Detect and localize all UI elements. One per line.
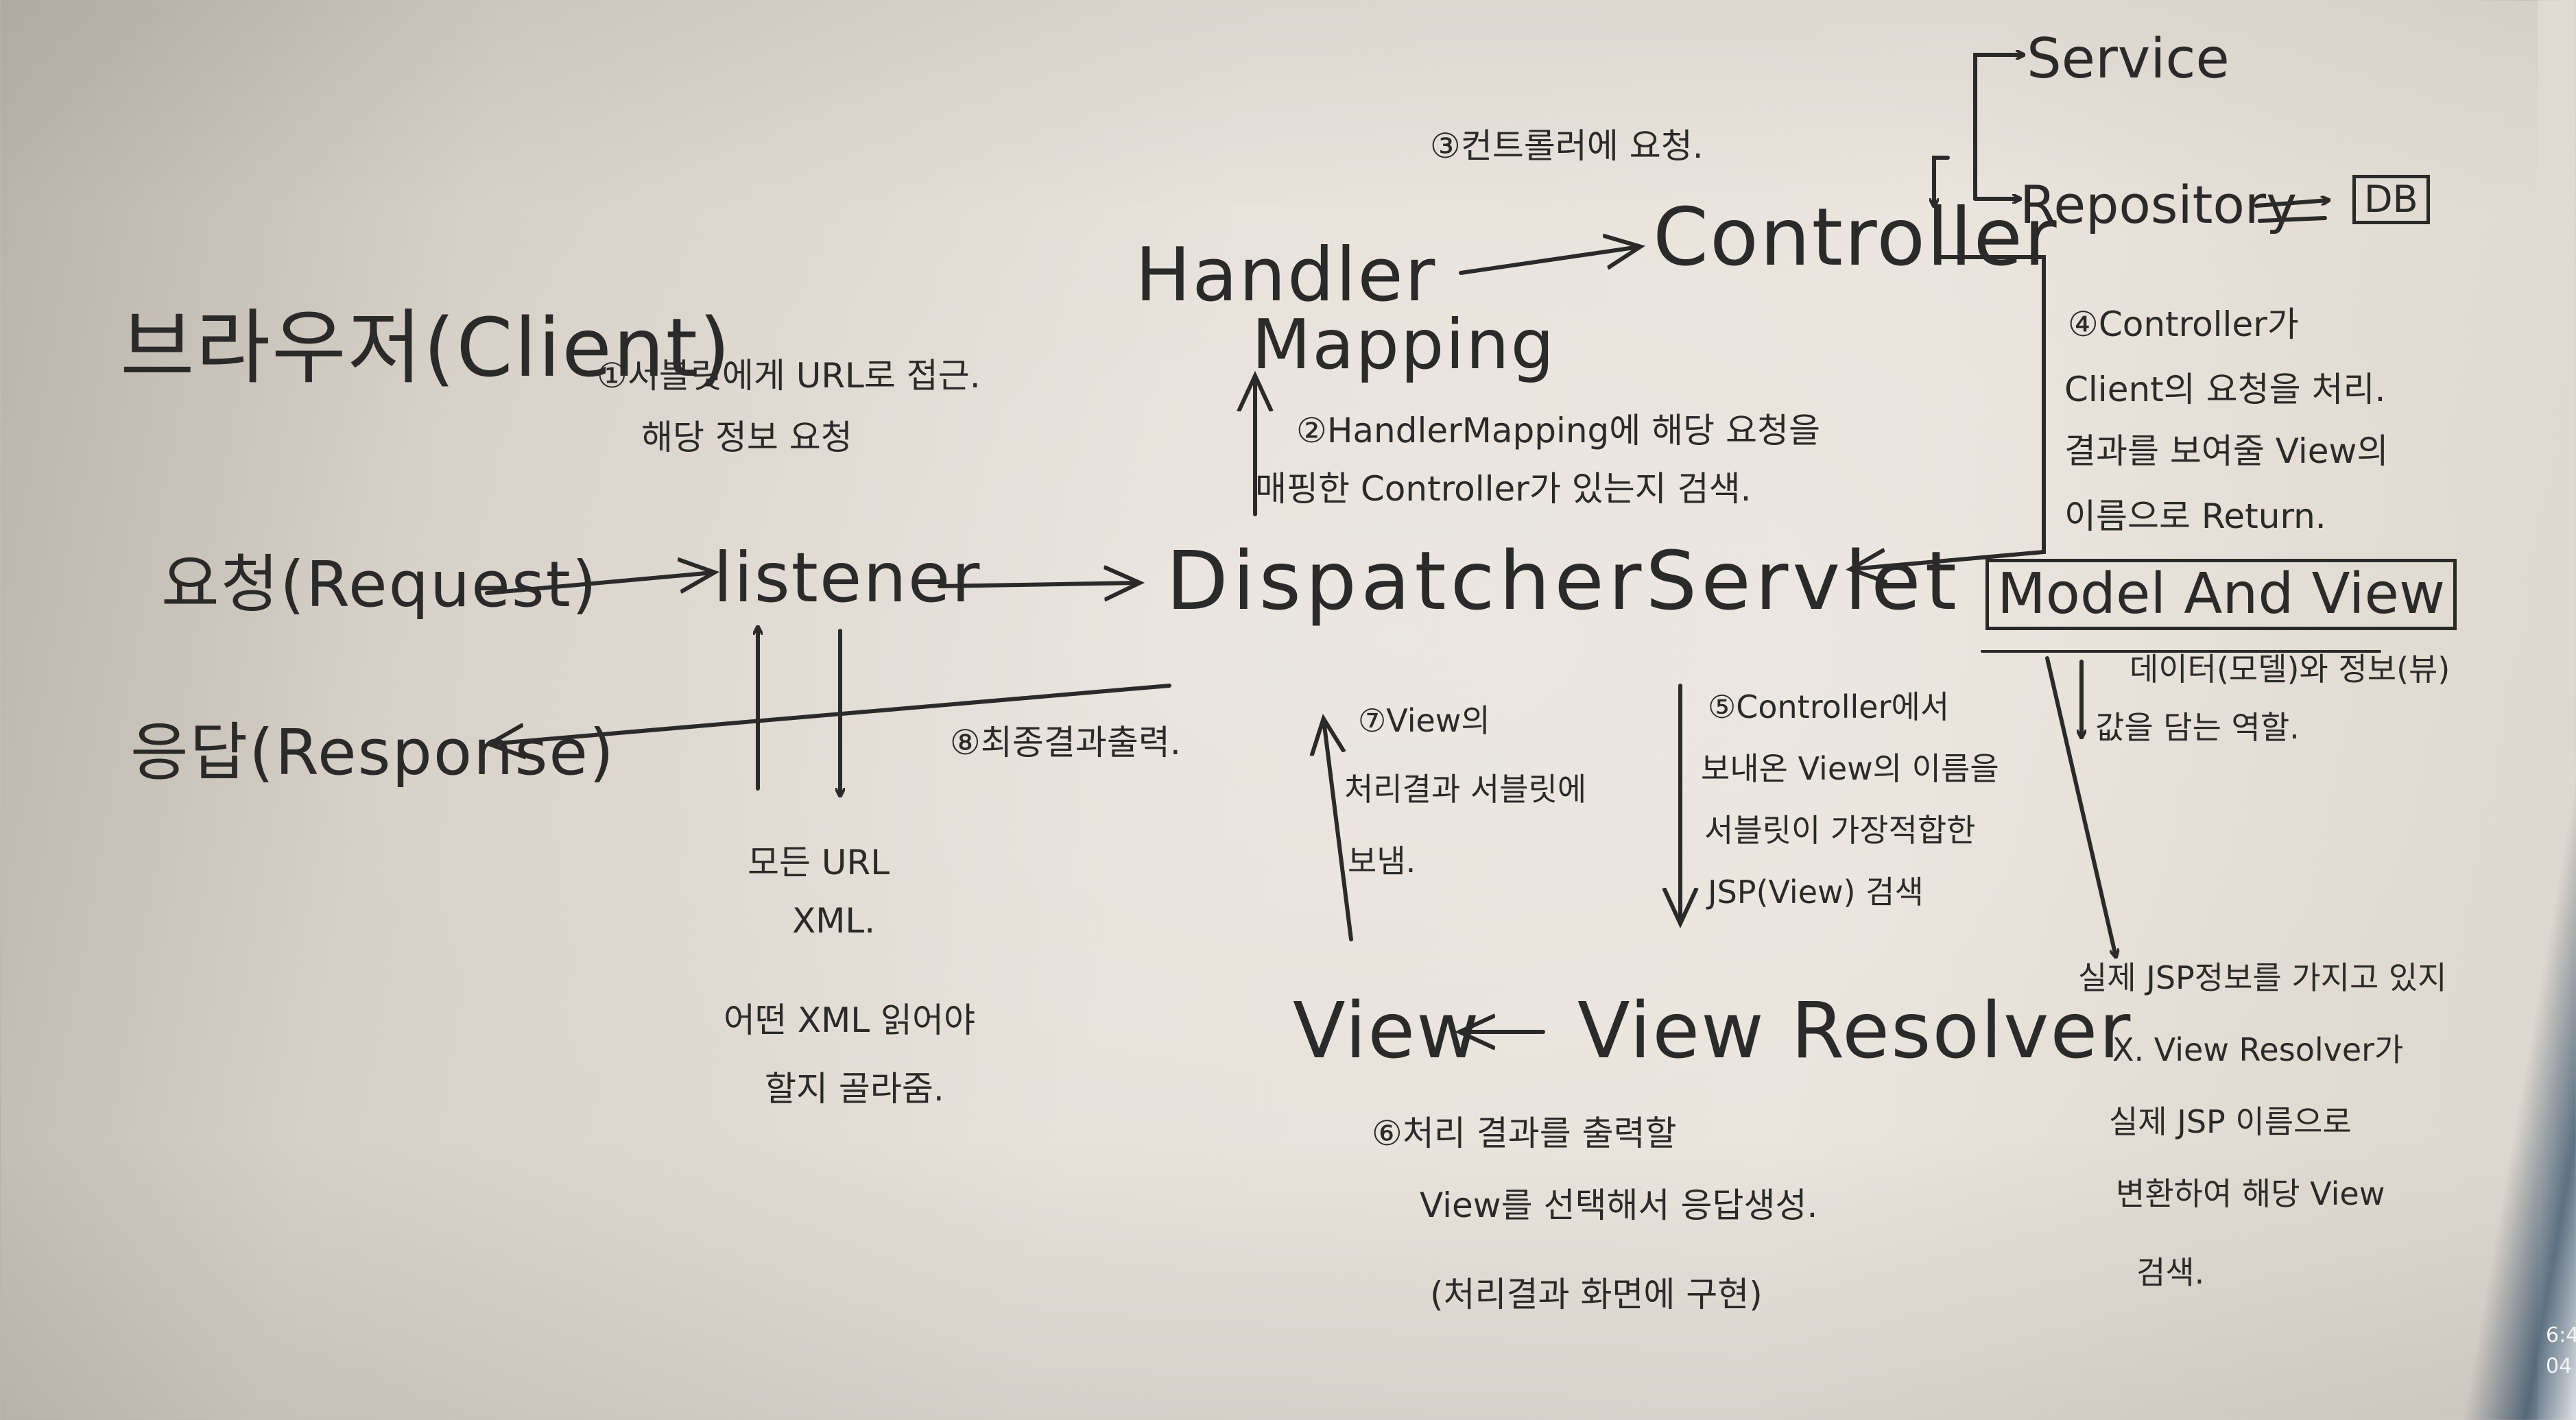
- step8-note: ⑧최종결과출력.: [950, 723, 1181, 762]
- arrow-view-to-dispatcher: [1324, 720, 1353, 941]
- screen-edge-text-1: 6:4: [2546, 1323, 2576, 1347]
- step4-note-line2: Client의 요청을 처리.: [2064, 370, 2386, 409]
- step6-note-line2: View를 선택해서 응답생성.: [1420, 1186, 1818, 1225]
- step7-note-line3: 보냄.: [1348, 843, 1416, 880]
- step4-note-line1: ④Controller가: [2068, 304, 2299, 344]
- handler-mapping-line1: Handler: [1135, 232, 1437, 318]
- arrow-repository-down: [1934, 156, 1950, 208]
- step6-note-line1: ⑥처리 결과를 출력할: [1372, 1114, 1677, 1153]
- mav-note-line1: 데이터(모델)와 정보(뷰): [2130, 651, 2450, 688]
- arrow-controller-return-to-dispatcher: [1852, 255, 2046, 569]
- dispatcher-servlet-node: DispatcherServlet: [1166, 533, 1961, 628]
- arrow-handler-to-controller: [1459, 247, 1639, 275]
- step5-note-line1: ⑤Controller에서: [1708, 688, 1950, 725]
- arrow-listener-to-dispatcher: [938, 583, 1138, 586]
- step3-note: ③컨트롤러에 요청.: [1430, 126, 1704, 166]
- step4-note-line3: 결과를 보여줄 View의: [2064, 431, 2389, 471]
- view-node: View: [1293, 987, 1481, 1076]
- resolver-note-line5: 검색.: [2136, 1254, 2205, 1291]
- step5-note-line2: 보내온 View의 이름을: [1701, 750, 1999, 787]
- listener-node: listener: [713, 538, 981, 618]
- screen-edge-text-2: 04: [2546, 1354, 2573, 1378]
- listener-note-line2: XML.: [792, 901, 876, 941]
- listener-note-line1: 모든 URL: [748, 843, 890, 882]
- mav-note-line2: 값을 담는 역할.: [2095, 709, 2300, 746]
- step4-note-line4: 이름으로 Return.: [2064, 496, 2326, 536]
- step5-note-line3: 서블릿이 가장적합한: [1704, 812, 1976, 849]
- resolver-note-line3: 실제 JSP 이름으로: [2109, 1103, 2352, 1140]
- step1-note-line1: ①서블릿에게 URL로 접근.: [597, 356, 981, 396]
- step7-note-line1: ⑦View의: [1358, 702, 1490, 739]
- step1-note-line2: 해당 정보 요청: [641, 418, 852, 457]
- arrow-dispatcher-to-response: [490, 684, 1171, 744]
- resolver-note-line4: 변환하여 해당 View: [2116, 1175, 2385, 1212]
- client-label: 브라우저(Client): [120, 300, 732, 395]
- arrow-db-to-repository: [2258, 216, 2327, 223]
- arrow-mav-to-resolver-note: [2045, 656, 2116, 956]
- step5-note-line4: JSP(View) 검색: [1708, 874, 1924, 911]
- step2-note-line1: ②HandlerMapping에 해당 요청을: [1296, 411, 1821, 450]
- view-resolver-node: View Resolver: [1577, 987, 2132, 1076]
- resolver-note-line2: X. View Resolver가: [2112, 1031, 2404, 1068]
- db-node: DB: [2352, 175, 2430, 225]
- response-label: 응답(Response): [130, 716, 615, 789]
- model-and-view-node: Model And View: [1985, 559, 2457, 631]
- listener-note-line3: 어떤 XML 읽어야: [724, 1000, 976, 1040]
- resolver-note-line1: 실제 JSP정보를 가지고 있지: [2078, 959, 2447, 996]
- controller-node: Controller: [1653, 191, 2058, 284]
- listener-note-line4: 할지 골라줌.: [765, 1069, 944, 1109]
- arrow-request-to-listener: [485, 573, 713, 595]
- step6-note-line3: (처리결과 화면에 구현): [1430, 1275, 1763, 1314]
- service-node: Service: [2027, 27, 2230, 91]
- arrow-controller-to-service: [1973, 55, 2025, 201]
- arrow-repository-to-db: [2254, 200, 2328, 208]
- repository-node: Repository: [2020, 174, 2298, 235]
- step7-note-line2: 처리결과 서블릿에: [1344, 771, 1587, 808]
- step2-note-line2: 매핑한 Controller가 있는지 검색.: [1255, 469, 1752, 509]
- handler-mapping-line2: Mapping: [1252, 304, 1556, 385]
- request-label: 요청(Request): [161, 548, 598, 621]
